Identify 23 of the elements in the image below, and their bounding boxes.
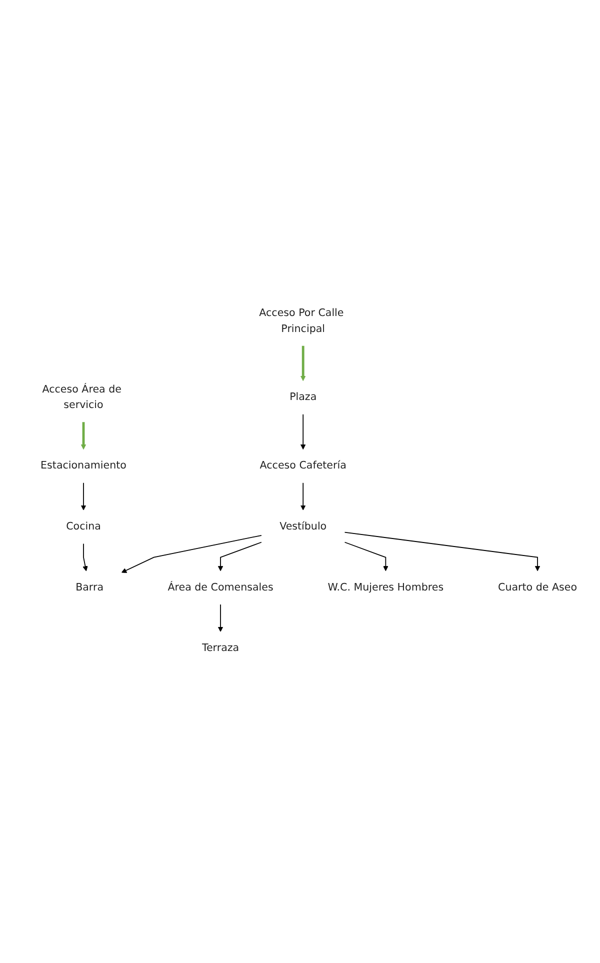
arrow — [80, 482, 86, 511]
arrow — [344, 532, 540, 572]
room-label: Acceso Cafetería — [260, 460, 346, 472]
arrow — [218, 542, 262, 572]
room-label: Área de Comensales — [168, 582, 274, 594]
arrow — [300, 346, 306, 382]
room-label: Estacionamiento — [40, 460, 126, 472]
room-label: Terraza — [202, 642, 240, 655]
arrow — [300, 482, 306, 511]
arrow — [300, 414, 306, 450]
arrow — [121, 535, 262, 574]
room-label: Acceso Área de servicio — [42, 384, 122, 412]
room-label: Vestíbulo — [280, 520, 327, 533]
arrow — [80, 422, 86, 450]
arrow — [82, 544, 88, 572]
arrow — [218, 604, 224, 632]
room-label: Acceso Por Calle Principal — [259, 308, 344, 336]
room-label: Cuarto de Aseo — [498, 582, 577, 594]
room-label: W.C. Mujeres Hombres — [328, 582, 444, 594]
arrow — [344, 542, 388, 572]
room-label: Cocina — [66, 520, 101, 533]
room-label: Plaza — [290, 392, 317, 404]
room-label: Barra — [76, 582, 104, 594]
